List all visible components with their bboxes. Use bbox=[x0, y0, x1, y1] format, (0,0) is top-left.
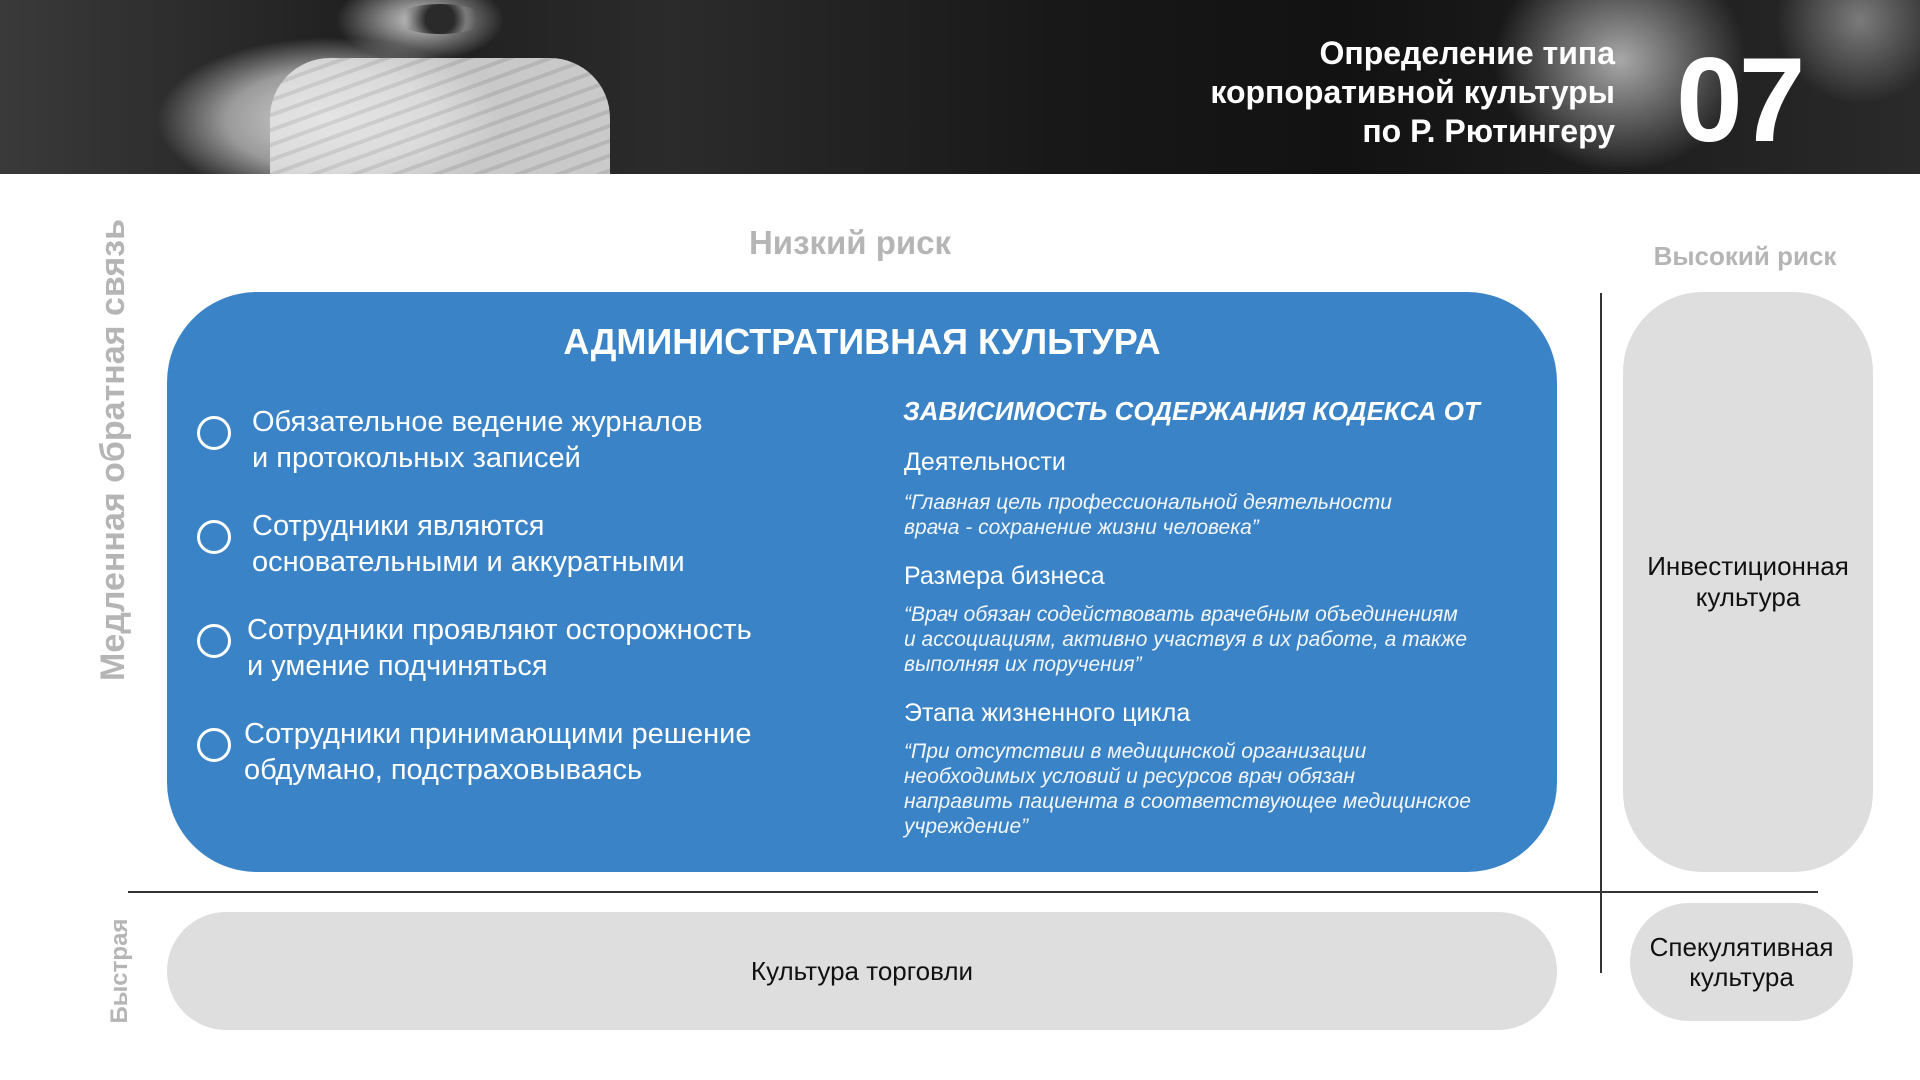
trade-culture-label: Культура торговли bbox=[750, 955, 974, 986]
fast-feedback-label: Быстрая bbox=[106, 918, 133, 1024]
high-risk-label: Высокий риск bbox=[1653, 241, 1837, 271]
trade-culture-box: Культура торговли bbox=[167, 912, 1557, 1030]
section-quote-life-cycle: “При отсутствии в медицинской организаци… bbox=[904, 740, 1471, 838]
speculative-culture-box: Спекулятивная культура bbox=[1630, 903, 1853, 1021]
list-item-text: Сотрудники являются основательными и акк… bbox=[252, 510, 685, 578]
list-item-text: Обязательное ведение журналов и протокол… bbox=[252, 406, 703, 474]
section-title-business-size: Размера бизнеса bbox=[904, 562, 1105, 590]
investment-culture-box: Инвестиционная культура bbox=[1623, 292, 1873, 872]
medical-mask-photo bbox=[270, 58, 610, 174]
header-photo-banner: Определение типа корпоративной культуры … bbox=[0, 0, 1920, 174]
low-risk-label: Низкий риск bbox=[748, 224, 952, 261]
administrative-culture-title: АДМИНИСТРАТИВНАЯ КУЛЬТУРА bbox=[563, 321, 1161, 362]
section-title-activity: Деятельности bbox=[904, 448, 1066, 476]
vertical-axis-line bbox=[1600, 293, 1602, 973]
horizontal-axis-line bbox=[128, 891, 1818, 893]
eye-photo bbox=[395, 4, 485, 34]
circle-bullet-icon bbox=[197, 728, 231, 762]
section-quote-business-size: “Врач обязан содействовать врачебным объ… bbox=[904, 603, 1468, 676]
circle-bullet-icon bbox=[197, 624, 231, 658]
slow-feedback-label: Медленная обратная связь bbox=[94, 219, 132, 681]
investment-culture-label: Инвестиционная культура bbox=[1647, 551, 1849, 612]
speculative-culture-label: Спекулятивная культура bbox=[1649, 932, 1834, 992]
section-quote-activity: “Главная цель профессиональной деятельно… bbox=[904, 491, 1392, 539]
administrative-culture-box: АДМИНИСТРАТИВНАЯ КУЛЬТУРА Обязательное в… bbox=[167, 292, 1557, 872]
circle-bullet-icon bbox=[197, 416, 231, 450]
slide-number: 07 bbox=[1676, 33, 1805, 167]
code-dependency-heading: ЗАВИСИМОСТЬ СОДЕРЖАНИЯ КОДЕКСА ОТ bbox=[903, 396, 1480, 426]
section-title-life-cycle: Этапа жизненного цикла bbox=[904, 699, 1191, 727]
list-item-text: Сотрудники проявляют осторожность и умен… bbox=[247, 614, 752, 682]
slide-title: Определение типа корпоративной культуры … bbox=[1210, 35, 1615, 149]
circle-bullet-icon bbox=[197, 520, 231, 554]
list-item-text: Сотрудники принимающими решение обдумано… bbox=[244, 718, 752, 786]
